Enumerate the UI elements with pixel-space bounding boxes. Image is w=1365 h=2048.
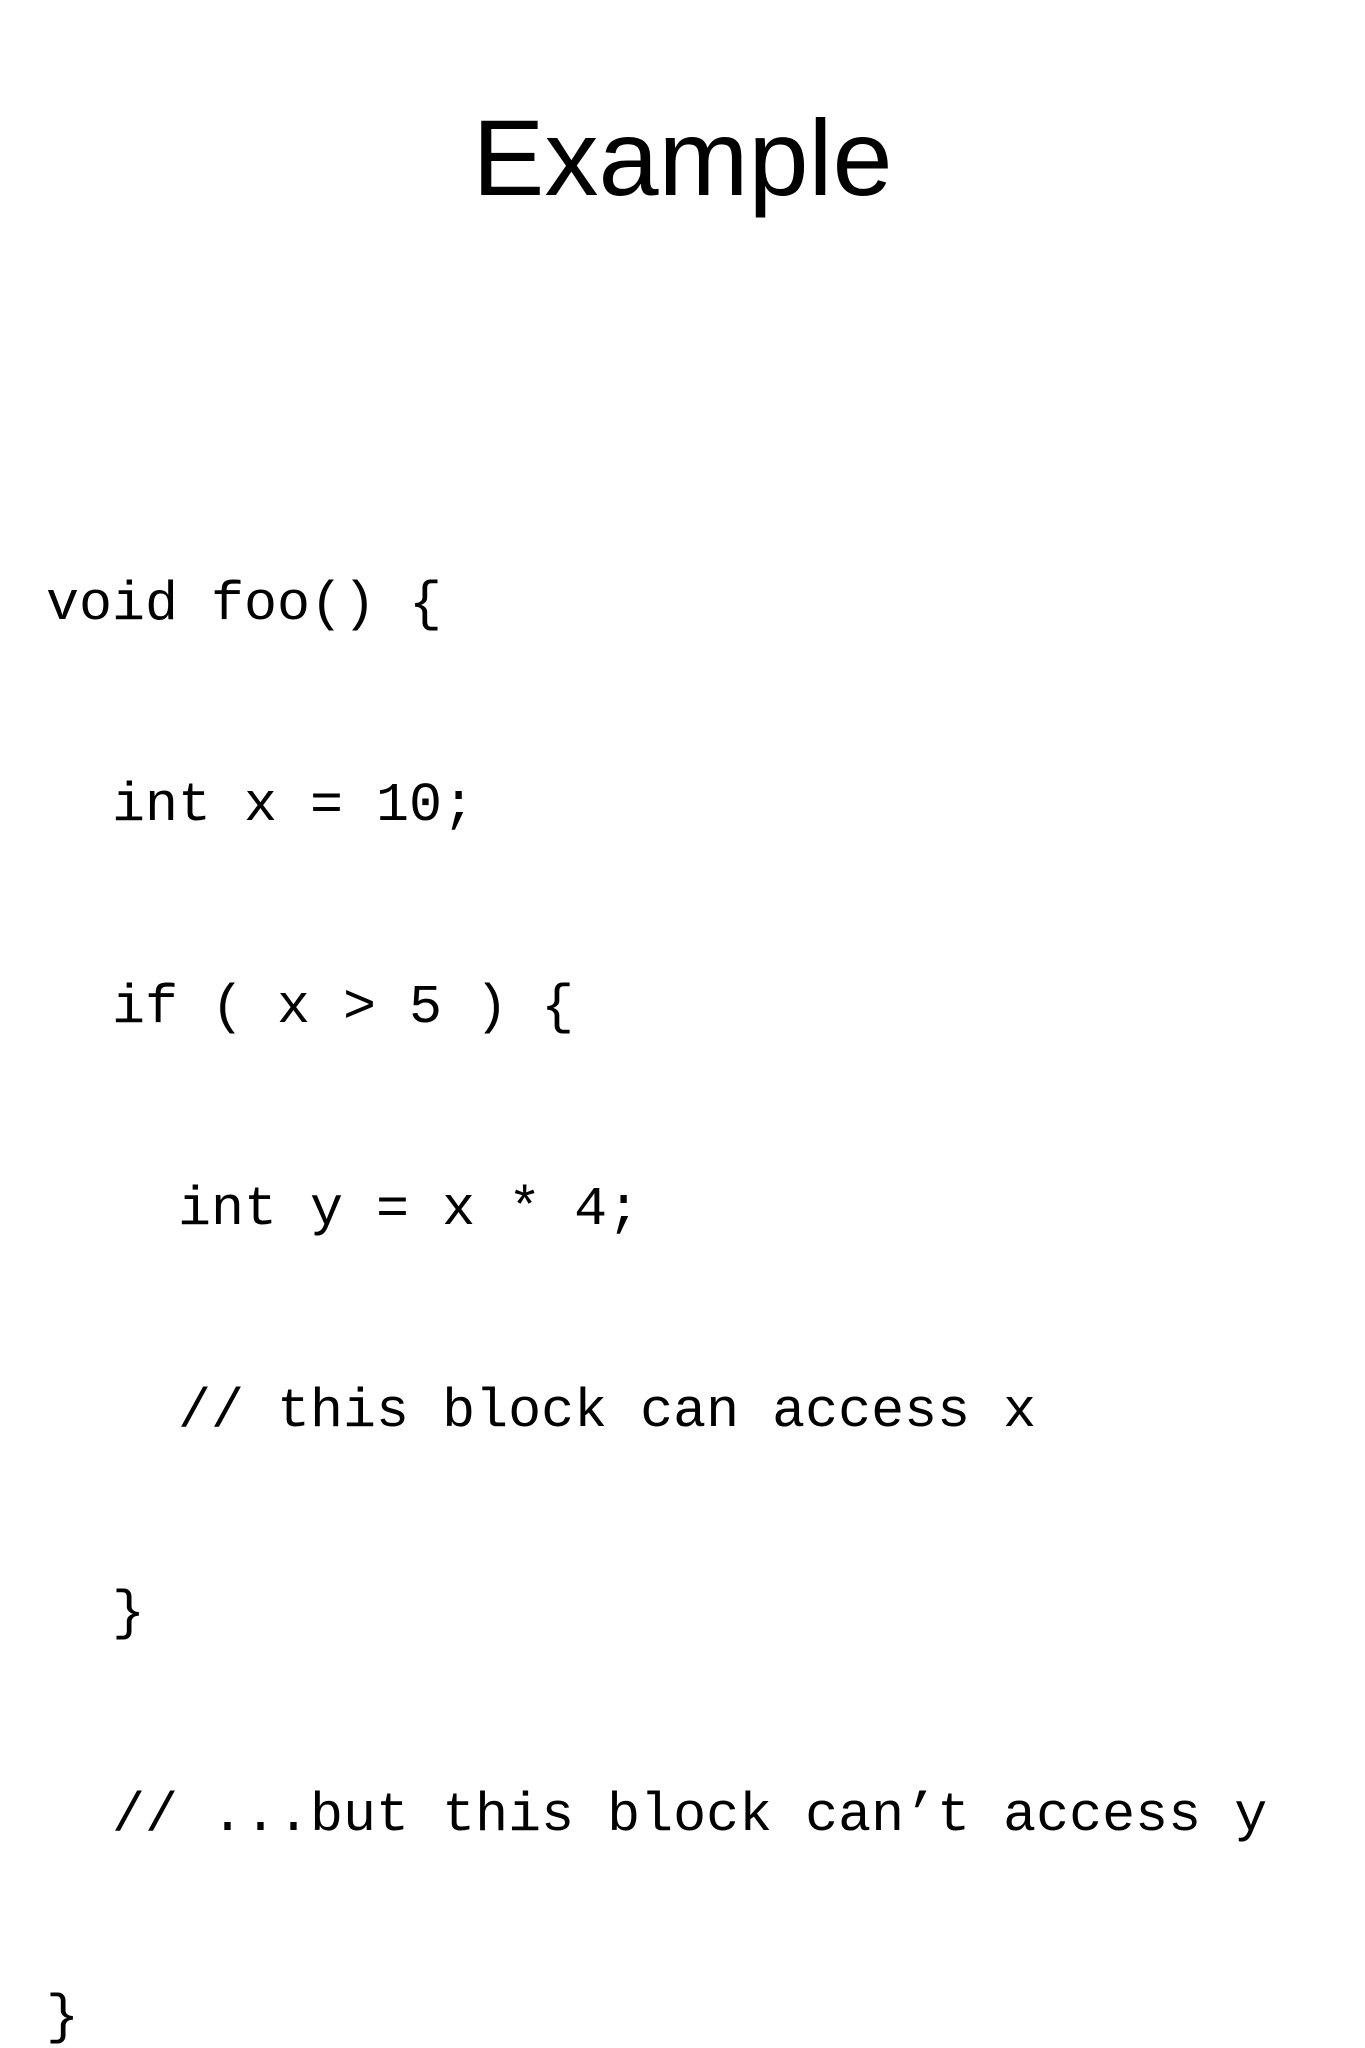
code-line: } [46, 1985, 80, 2048]
code-block: void foo() { int x = 10; if ( x > 5 ) { … [46, 436, 1267, 2048]
code-line: if ( x > 5 ) { [46, 976, 575, 1040]
slide-title: Example [472, 97, 893, 218]
code-line: // ...but this block can’t access y [46, 1783, 1268, 1847]
code-line: void foo() { [46, 572, 443, 636]
code-line: int x = 10; [46, 774, 476, 838]
code-line: int y = x * 4; [46, 1178, 641, 1242]
code-line: // this block can access x [46, 1380, 1037, 1444]
code-line: } [46, 1582, 146, 1646]
